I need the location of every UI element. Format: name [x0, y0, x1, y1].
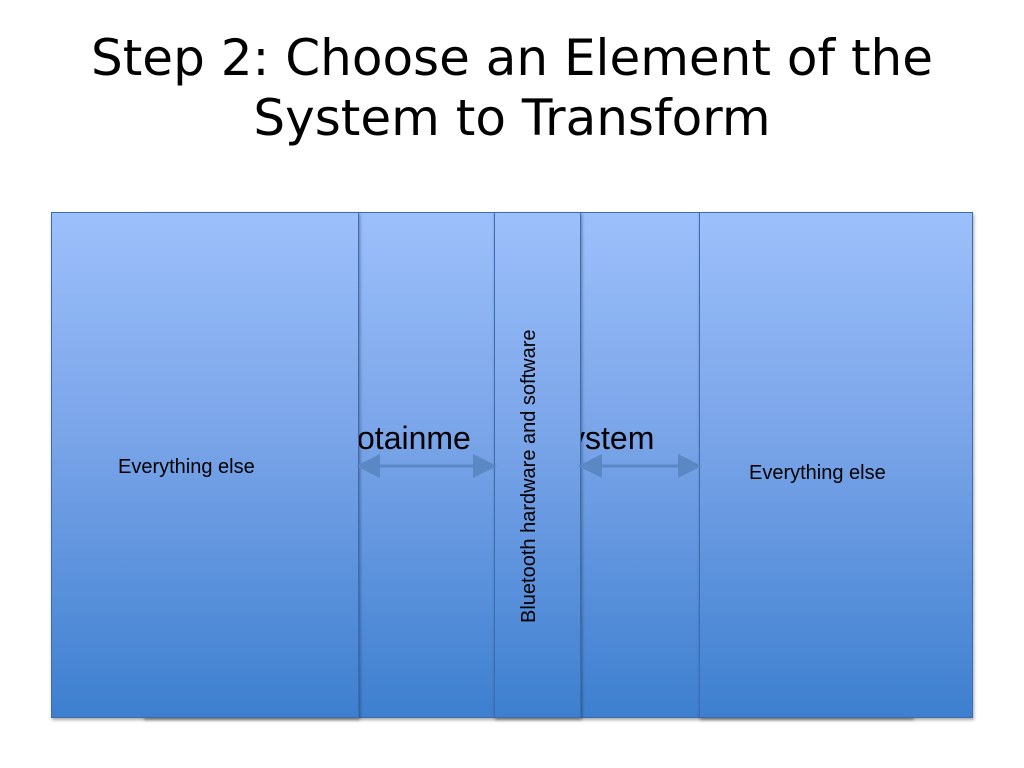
title-line-2: System to Transform [253, 89, 771, 147]
bluetooth-box-label: Bluetooth hardware and software [518, 329, 540, 623]
left-box-label: Everything else [118, 456, 255, 478]
title-line-1: Step 2: Choose an Element of the [90, 29, 934, 87]
bluetooth-box: Bluetooth hardware and software [494, 212, 581, 718]
left-everything-else-box: Everything else [51, 212, 359, 718]
slide-title: Step 2: Choose an Element of the System … [0, 28, 1024, 148]
right-everything-else-box: Everything else [699, 212, 973, 718]
right-box-label: Everything else [749, 462, 886, 484]
middle-right-text: ystem [581, 420, 655, 456]
middle-left-text: otainme [359, 420, 471, 456]
